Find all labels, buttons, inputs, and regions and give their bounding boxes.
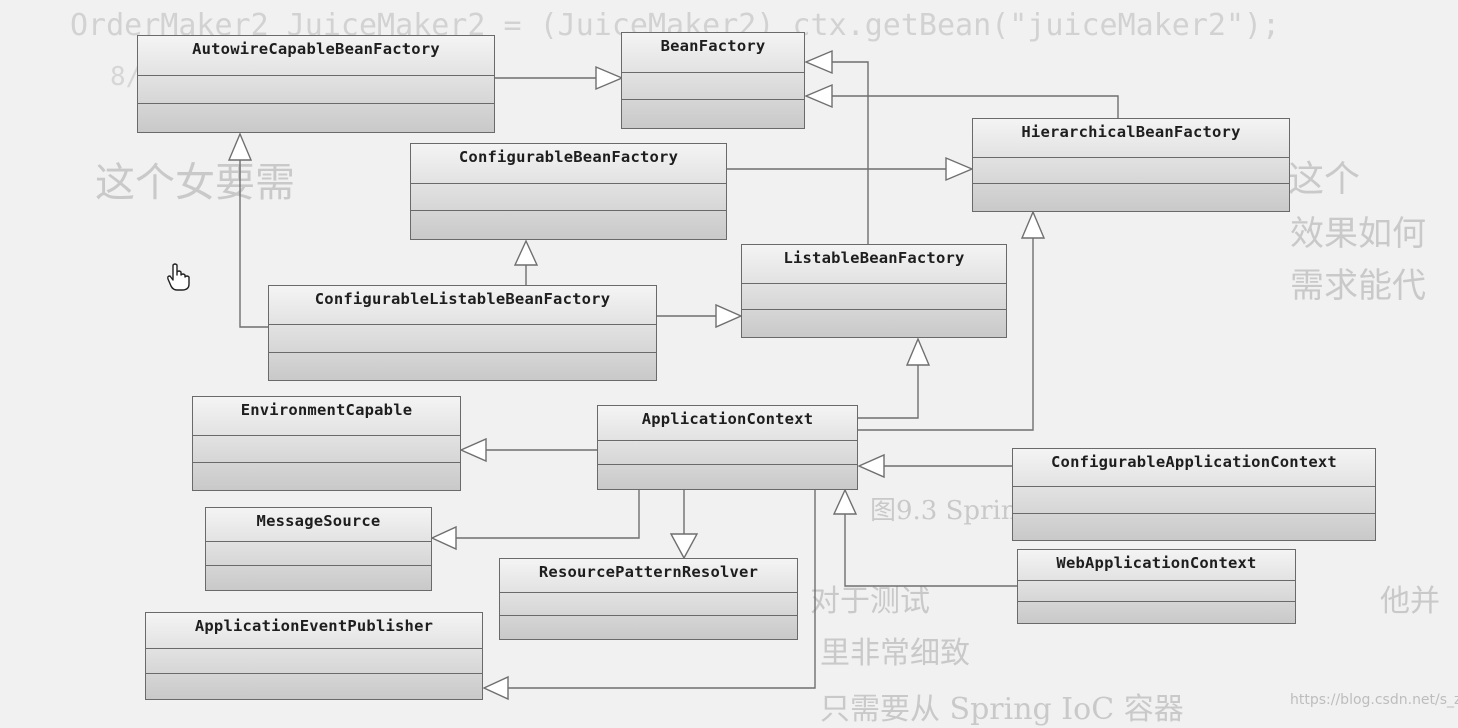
- class-application-event-publisher[interactable]: ApplicationEventPublisher: [145, 612, 483, 700]
- edge-web-app: [844, 514, 1017, 587]
- class-operations: [500, 616, 797, 639]
- background-text-2: 这个: [1288, 159, 1361, 200]
- class-web-application-context[interactable]: WebApplicationContext: [1017, 549, 1296, 624]
- class-name: ConfigurableApplicationContext: [1013, 449, 1375, 488]
- arrowhead-capp-app: [857, 453, 885, 479]
- arrowhead-app-resource: [669, 533, 699, 560]
- class-name: EnvironmentCapable: [193, 397, 460, 437]
- class-operations: [146, 674, 482, 699]
- class-attributes: [411, 184, 726, 212]
- class-operations: [206, 566, 431, 590]
- background-text-1: 这个女要需: [95, 160, 295, 206]
- class-name: ConfigurableListableBeanFactory: [269, 286, 656, 326]
- class-attributes: [193, 436, 460, 464]
- class-attributes: [138, 76, 494, 105]
- edge-hierarchical-beanfactory: [832, 95, 1119, 118]
- class-bean-factory[interactable]: BeanFactory: [621, 32, 805, 129]
- edge-cl-autowire: [239, 160, 268, 328]
- class-attributes: [269, 325, 656, 353]
- arrowhead-hierarchical-beanfactory: [804, 83, 833, 109]
- arrowhead-autowire-beanfactory: [595, 65, 624, 91]
- class-listable-bean-factory[interactable]: ListableBeanFactory: [741, 244, 1007, 338]
- class-operations: [598, 465, 857, 489]
- class-operations: [622, 100, 804, 128]
- class-hierarchical-bean-factory[interactable]: HierarchicalBeanFactory: [972, 118, 1290, 212]
- class-attributes: [622, 73, 804, 101]
- edge-app-listable: [858, 365, 919, 419]
- class-operations: [1013, 514, 1375, 540]
- arrowhead-app-publisher: [482, 675, 509, 701]
- class-attributes: [500, 593, 797, 616]
- class-name: HierarchicalBeanFactory: [973, 119, 1289, 158]
- edge-app-publisher: [508, 490, 816, 689]
- arrowhead-app-listable: [905, 337, 931, 366]
- class-operations: [973, 184, 1289, 211]
- arrowhead-app-message: [430, 525, 457, 551]
- arrowhead-cl-autowire: [227, 132, 253, 161]
- hand-cursor-icon: [167, 263, 190, 291]
- arrowhead-app-hierarchical: [1020, 210, 1046, 239]
- class-attributes: [1013, 487, 1375, 514]
- class-name: MessageSource: [206, 508, 431, 543]
- class-configurable-bean-factory[interactable]: ConfigurableBeanFactory: [410, 143, 727, 240]
- class-name: BeanFactory: [622, 33, 804, 73]
- arrowhead-cl-configurable: [513, 239, 539, 266]
- class-operations: [138, 104, 494, 132]
- class-attributes: [146, 649, 482, 675]
- class-name: ApplicationContext: [598, 406, 857, 441]
- background-text-3: 效果如何: [1290, 214, 1426, 254]
- class-operations: [193, 463, 460, 490]
- arrowhead-web-app: [832, 488, 858, 515]
- class-name: AutowireCapableBeanFactory: [138, 36, 494, 77]
- class-attributes: [598, 441, 857, 465]
- class-name: ListableBeanFactory: [742, 245, 1006, 284]
- class-name: WebApplicationContext: [1018, 550, 1295, 581]
- background-text-6: 里非常细致: [820, 636, 970, 671]
- background-text-8: 他并: [1380, 584, 1440, 619]
- class-name: ApplicationEventPublisher: [146, 613, 482, 650]
- class-attributes: [973, 158, 1289, 185]
- class-autowire-capable-bean-factory[interactable]: AutowireCapableBeanFactory: [137, 35, 495, 133]
- class-operations: [269, 353, 656, 380]
- class-operations: [742, 310, 1006, 337]
- class-attributes: [206, 542, 431, 567]
- background-text-5: 对于测试: [810, 584, 930, 619]
- class-name: ResourcePatternResolver: [500, 559, 797, 593]
- class-attributes: [742, 284, 1006, 311]
- class-resource-pattern-resolver[interactable]: ResourcePatternResolver: [499, 558, 798, 640]
- edge-app-message: [456, 490, 640, 539]
- background-text-4: 需求能代: [1290, 266, 1426, 306]
- arrowhead-cl-listable: [715, 303, 743, 329]
- class-configurable-application-context[interactable]: ConfigurableApplicationContext: [1012, 448, 1376, 541]
- class-operations: [411, 211, 726, 239]
- class-operations: [1018, 602, 1295, 623]
- watermark: https://blog.csdn.net/s_zero: [1290, 692, 1458, 708]
- class-configurable-listable-bean-factory[interactable]: ConfigurableListableBeanFactory: [268, 285, 657, 381]
- arrowhead-listable-beanfactory: [804, 49, 833, 75]
- class-application-context[interactable]: ApplicationContext: [597, 405, 858, 490]
- class-environment-capable[interactable]: EnvironmentCapable: [192, 396, 461, 491]
- edge-app-hierarchical: [858, 238, 1034, 431]
- edge-listable-beanfactory: [832, 61, 869, 244]
- class-attributes: [1018, 581, 1295, 602]
- arrowhead-app-environment: [459, 437, 487, 463]
- arrowhead-configurable-hierarchical: [945, 156, 974, 182]
- class-message-source[interactable]: MessageSource: [205, 507, 432, 591]
- class-name: ConfigurableBeanFactory: [411, 144, 726, 184]
